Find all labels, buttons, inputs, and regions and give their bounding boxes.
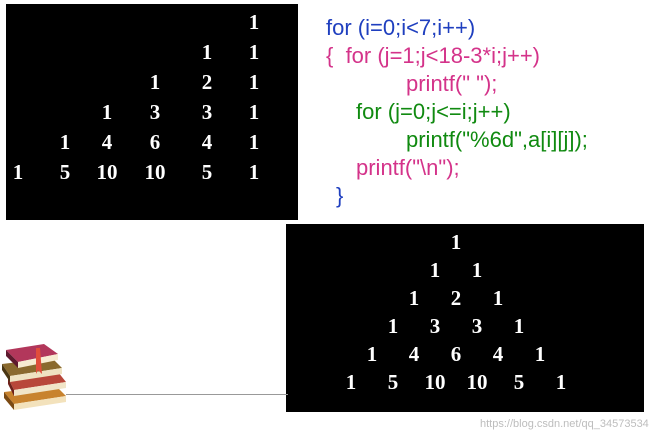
books-icon <box>2 344 66 410</box>
left-console-number: 5 <box>59 160 71 184</box>
right-console-number: 1 <box>366 342 378 366</box>
left-console-number: 3 <box>201 100 213 124</box>
code-line: printf("\n"); <box>356 155 460 180</box>
code-line: } <box>336 183 344 208</box>
right-console-number: 1 <box>408 286 420 310</box>
left-console-number: 1 <box>59 130 71 154</box>
code-line: { for (j=1;j<18-3*i;j++) <box>326 43 541 68</box>
watermark-text: https://blog.csdn.net/qq_34573534 <box>480 418 649 430</box>
code-line: printf(" "); <box>406 71 498 96</box>
right-console-number: 1 <box>387 314 399 338</box>
left-console-number: 1 <box>12 160 24 184</box>
divider-line <box>66 394 288 395</box>
right-console-number: 3 <box>471 314 483 338</box>
left-console-number: 10 <box>96 160 118 184</box>
right-console-number: 5 <box>387 370 399 394</box>
right-console-number: 1 <box>429 258 441 282</box>
left-console-number: 10 <box>144 160 166 184</box>
left-console-number: 1 <box>149 70 161 94</box>
left-console-number: 3 <box>149 100 161 124</box>
right-console-number: 5 <box>513 370 525 394</box>
right-console-number: 1 <box>471 258 483 282</box>
right-console-number: 1 <box>513 314 525 338</box>
left-console-number: 1 <box>101 100 113 124</box>
right-console-number: 1 <box>450 230 462 254</box>
right-console-number: 2 <box>450 286 462 310</box>
left-console-number: 1 <box>248 70 260 94</box>
code-line: printf("%6d",a[i][j]); <box>406 127 588 152</box>
right-console-number: 10 <box>466 370 488 394</box>
right-console-number: 4 <box>492 342 504 366</box>
left-console-output: 1 1 1 1 2 1 1 3 3 1 1 4 6 4 1 1 5 10 10 5 1 <box>6 4 298 220</box>
right-console-number: 6 <box>450 342 462 366</box>
left-console-number: 4 <box>101 130 113 154</box>
left-console-number: 6 <box>149 130 161 154</box>
right-console-number: 1 <box>555 370 567 394</box>
left-console-number: 1 <box>248 130 260 154</box>
right-console-number: 3 <box>429 314 441 338</box>
right-console-number: 1 <box>345 370 357 394</box>
left-console-number: 1 <box>248 160 260 184</box>
left-console-number: 5 <box>201 160 213 184</box>
right-console-number: 10 <box>424 370 446 394</box>
code-line: for (i=0;i<7;i++) <box>326 15 476 40</box>
left-console-number: 1 <box>248 40 260 64</box>
left-console-number: 1 <box>248 10 260 34</box>
right-console-number: 1 <box>534 342 546 366</box>
left-console-number: 1 <box>248 100 260 124</box>
code-line: for (j=0;j<=i;j++) <box>356 99 511 124</box>
left-console-number: 2 <box>201 70 213 94</box>
right-console-number: 4 <box>408 342 420 366</box>
left-console-number: 4 <box>201 130 213 154</box>
left-console-number: 1 <box>201 40 213 64</box>
right-console-number: 1 <box>492 286 504 310</box>
